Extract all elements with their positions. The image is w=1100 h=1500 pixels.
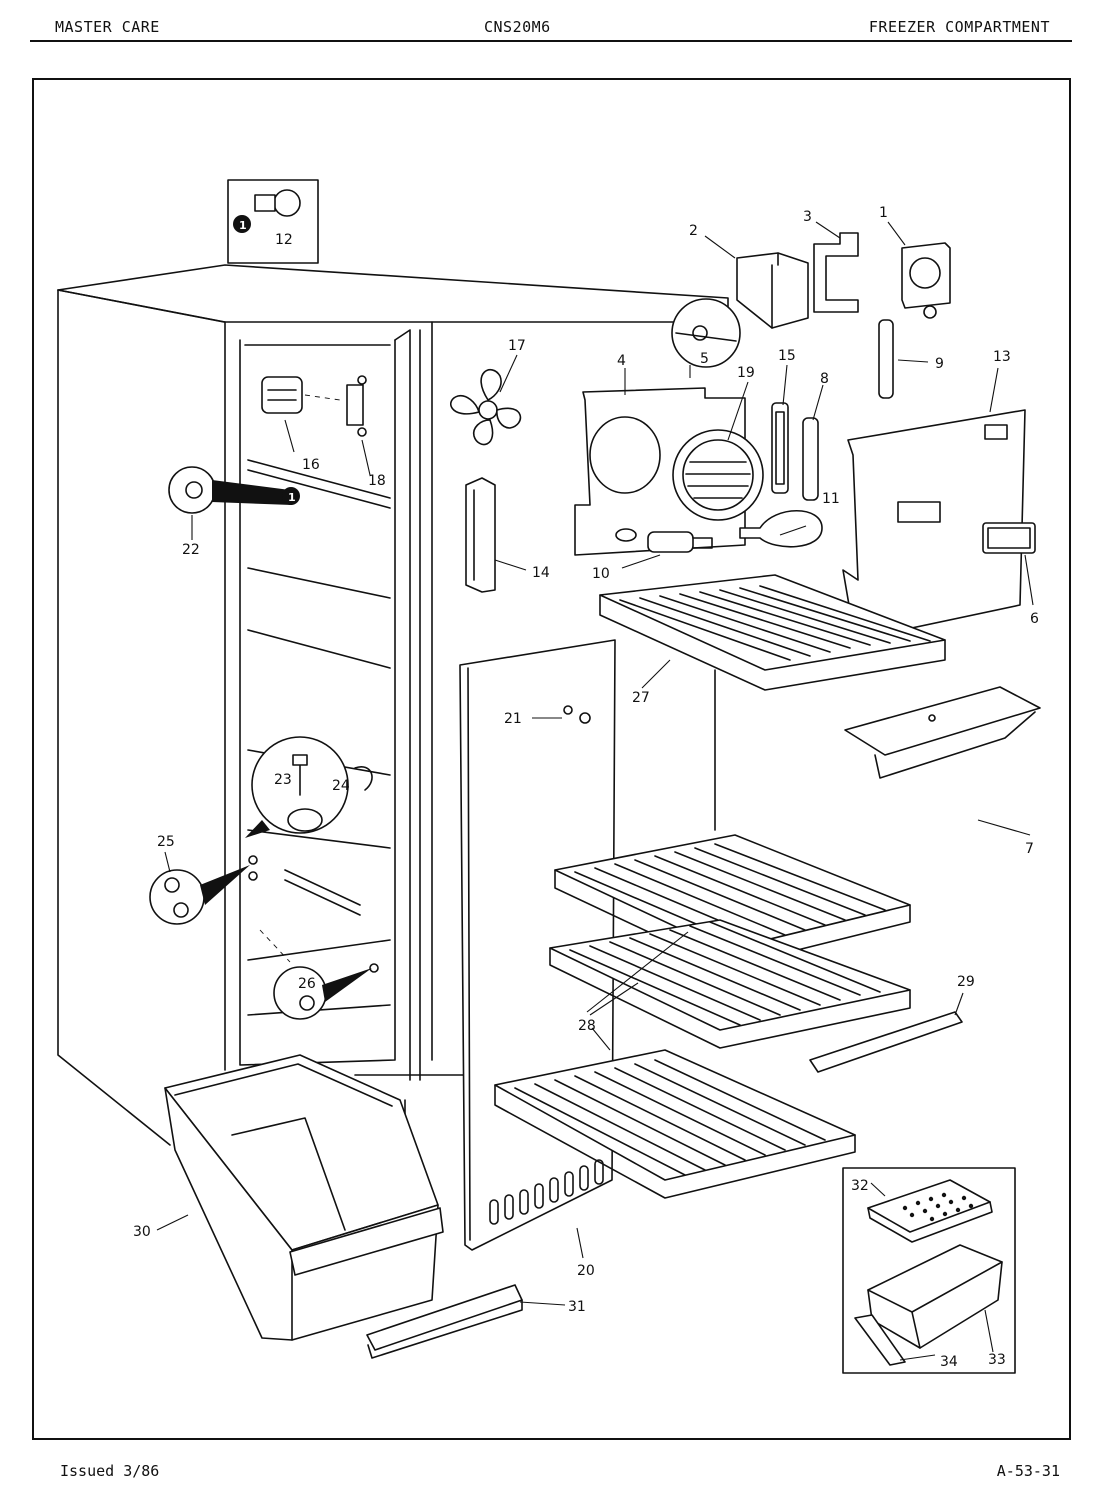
part-label-4: 4: [617, 353, 626, 369]
part-label-23: 23: [274, 772, 292, 788]
thermostat-bracket: [736, 252, 809, 329]
part-label-15: 15: [778, 348, 796, 364]
part-label-31: 31: [568, 1299, 586, 1315]
header-rule: [30, 40, 1072, 42]
part-label-13: 13: [993, 349, 1011, 365]
part-label-30: 30: [133, 1224, 151, 1240]
part-label-24: 24: [332, 778, 350, 794]
part-label-2: 2: [689, 223, 698, 239]
callout-marker-22: 1: [288, 491, 296, 504]
divider-gasket: [802, 417, 819, 501]
ice-bin-front: [854, 1314, 906, 1366]
part-label-12: 12: [275, 232, 293, 248]
part-label-8: 8: [820, 371, 829, 387]
ice-tray-cover: [867, 1179, 993, 1243]
light-bulb: [739, 509, 823, 548]
fan-motor: [671, 298, 741, 368]
cover-label: [982, 522, 1036, 554]
section-title: FREEZER COMPARTMENT: [868, 18, 1050, 36]
part-label-11: 11: [822, 491, 840, 507]
part-label-29: 29: [957, 974, 975, 990]
thermostat-inset-box: [227, 179, 319, 264]
part-label-7: 7: [1025, 841, 1034, 857]
drain-trough: [465, 477, 496, 593]
diagram-frame: [32, 78, 1071, 1440]
part-label-9: 9: [935, 356, 944, 372]
part-label-10: 10: [592, 566, 610, 582]
callout-25: [149, 855, 258, 925]
damper-control-housing: [901, 242, 951, 319]
light-switch: [346, 375, 367, 437]
callout-26: [259, 929, 379, 1020]
part-label-34: 34: [940, 1354, 958, 1370]
evaporator-cover: [842, 409, 1026, 641]
part-label-17: 17: [508, 338, 526, 354]
callout-22: [168, 466, 300, 514]
thermostat-control: [261, 376, 341, 414]
evaporator-fan-blade: [449, 368, 522, 446]
light-shield: [672, 429, 764, 521]
part-label-20: 20: [577, 1263, 595, 1279]
light-socket: [647, 531, 713, 553]
freezer-shelf-lower: [549, 919, 911, 1049]
part-label-25: 25: [157, 834, 175, 850]
model-number: CNS20M6: [484, 18, 551, 36]
brand-name: MASTER CARE: [55, 18, 160, 36]
part-label-32: 32: [851, 1178, 869, 1194]
page-code: A-53-31: [996, 1462, 1060, 1480]
base-grille-trim: [366, 1284, 523, 1359]
light-shield-bracket: [771, 402, 789, 494]
part-label-19: 19: [737, 365, 755, 381]
part-label-18: 18: [368, 473, 386, 489]
ice-bin-inset-box: [842, 1167, 1016, 1374]
part-label-1: 1: [879, 205, 888, 221]
callout-marker-12: 1: [239, 219, 247, 232]
part-label-5: 5: [700, 351, 709, 367]
issued-date: Issued 3/86: [60, 1462, 160, 1480]
thermostat-knob: [233, 189, 301, 233]
freezer-basket: [164, 1054, 444, 1341]
part-label-33: 33: [988, 1352, 1006, 1368]
freezer-shelf-bottom: [494, 1049, 856, 1199]
ice-storage-bin: [867, 1244, 1003, 1349]
freezer-shelf-top: [599, 574, 946, 691]
part-label-28: 28: [578, 1018, 596, 1034]
part-number-labels: 1 2 3 4 5 6 7 8 9 10 11 12 13 14 15 16 1…: [133, 205, 1039, 1370]
ice-cube-tray: [844, 686, 1041, 779]
part-label-26: 26: [298, 976, 316, 992]
part-label-14: 14: [532, 565, 550, 581]
part-label-22: 22: [182, 542, 200, 558]
air-duct-seal: [878, 319, 894, 399]
part-label-16: 16: [302, 457, 320, 473]
light-switch-bracket: [813, 232, 859, 313]
callout-23-24: [245, 736, 373, 838]
shelf-front-trim: [809, 1011, 963, 1073]
part-label-21: 21: [504, 711, 522, 727]
part-label-6: 6: [1030, 611, 1039, 627]
part-label-27: 27: [632, 690, 650, 706]
part-label-3: 3: [803, 209, 812, 225]
leader-lines: [156, 221, 1034, 1361]
